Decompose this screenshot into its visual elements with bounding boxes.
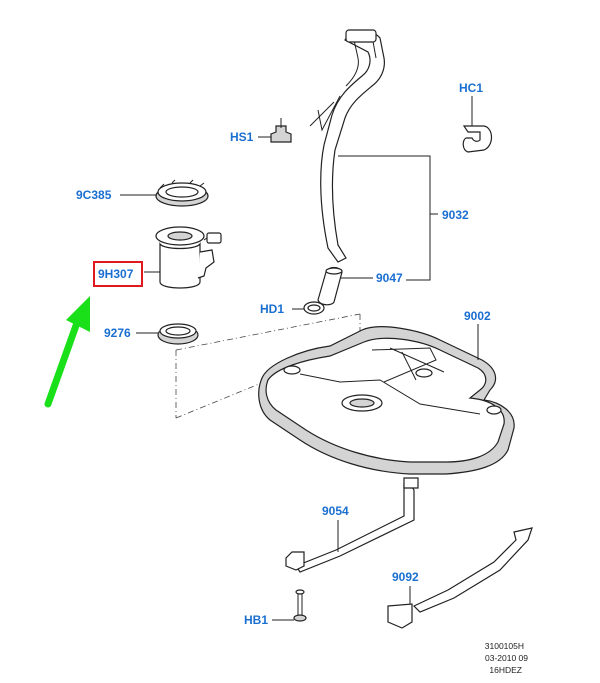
fuel-tank-9002	[258, 324, 515, 475]
label-9054: 9054	[322, 504, 349, 518]
drawing-code-line3: 16HDEZ	[489, 665, 522, 675]
highlight-box-9h307	[93, 261, 143, 287]
drawing-code-line2: 03-2010 09	[485, 653, 528, 663]
label-9092: 9092	[392, 570, 419, 584]
label-9032: 9032	[442, 208, 469, 222]
drawing-code-line1: 3100105H	[485, 641, 524, 651]
strap-9092	[387, 527, 533, 629]
screw-hs1	[258, 118, 292, 143]
leader-9032	[338, 155, 431, 281]
label-9047: 9047	[376, 271, 403, 285]
clip-hc1	[462, 96, 493, 153]
filler-pipe-9032	[309, 29, 385, 263]
locking-ring-9c385	[120, 179, 209, 207]
label-9c385: 9C385	[76, 188, 112, 202]
fuel-pump-module-9h307	[144, 226, 222, 289]
hose-9047	[317, 266, 343, 306]
strap-9054	[285, 477, 419, 573]
seal-9276	[136, 323, 199, 345]
clamp-hd1	[292, 301, 325, 315]
label-hd1: HD1	[260, 302, 284, 316]
label-hs1: HS1	[230, 130, 254, 144]
label-hb1: HB1	[244, 613, 268, 627]
label-9002: 9002	[464, 309, 491, 323]
green-arrow-icon	[44, 296, 90, 408]
label-9h307: 9H307	[98, 267, 134, 281]
label-hc1: HC1	[459, 81, 483, 95]
label-9276: 9276	[104, 326, 131, 340]
bolt-hb1	[272, 589, 307, 622]
